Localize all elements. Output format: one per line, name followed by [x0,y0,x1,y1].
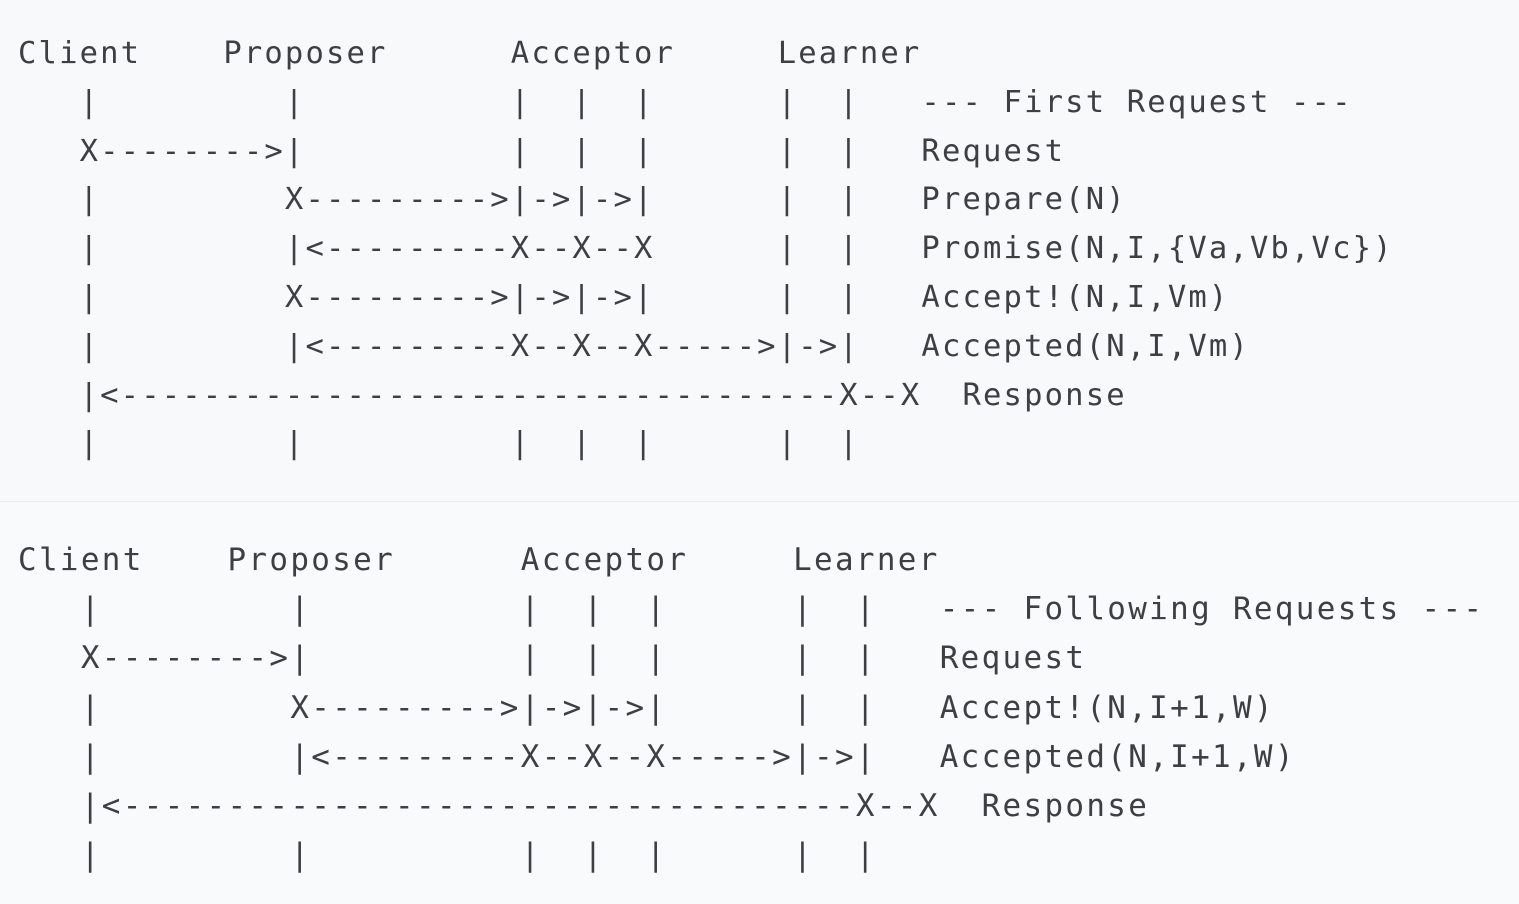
ascii-art-following-requests: Client Proposer Acceptor Learner | | | |… [18,536,1484,880]
ascii-line-footer: | | | | | | | [18,426,860,462]
ascii-line-request: X-------->| | | | | | Request [18,640,1087,677]
ascii-line-prepare: | X--------->|->|->| | | Prepare(N) [18,182,1127,218]
ascii-art-first-request: Client Proposer Acceptor Learner | | | |… [18,30,1394,469]
ascii-line-section-label: | | | | | | | --- Following Requests --- [18,591,1485,628]
ascii-line-accept: | X--------->|->|->| | | Accept!(N,I+1,W… [18,689,1275,726]
ascii-line-header: Client Proposer Acceptor Learner [18,542,940,578]
ascii-line-footer: | | | | | | | [18,837,877,874]
ascii-line-response: |<-----------------------------------X--… [18,788,1150,825]
ascii-line-accepted: | |<---------X--X--X----->|->| Accepted(… [18,328,1250,364]
ascii-line-section-label: | | | | | | | --- First Request --- [18,84,1353,120]
ascii-line-request: X-------->| | | | | | Request [18,133,1066,169]
ascii-line-accepted: | |<---------X--X--X----->|->| Accepted(… [18,738,1296,775]
panel-following-requests: Client Proposer Acceptor Learner | | | |… [0,502,1519,904]
ascii-line-response: |<-----------------------------------X--… [18,377,1127,413]
ascii-line-promise: | |<---------X--X--X | | Promise(N,I,{Va… [18,231,1394,267]
panel-first-request: Client Proposer Acceptor Learner | | | |… [0,30,1519,502]
ascii-line-header: Client Proposer Acceptor Learner [18,36,922,71]
ascii-line-accept: | X--------->|->|->| | | Accept!(N,I,Vm) [18,279,1230,315]
